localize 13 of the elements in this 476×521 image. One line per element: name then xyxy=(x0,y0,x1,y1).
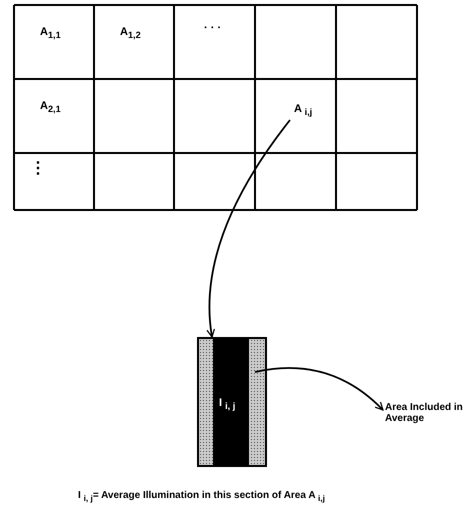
cell-label: A $_{i,j}$ xyxy=(294,103,324,119)
cell-label: I $_{i, j}$ xyxy=(219,397,236,412)
cell-label: A$_{1,2}$ xyxy=(120,26,141,40)
definition-note: I $_{i, j}$= Average Illumination in this section of Area A $_{i,j}$ xyxy=(78,490,325,504)
curved-arrow xyxy=(254,367,384,411)
cell-label: ⋮ xyxy=(30,160,46,178)
shaded-border-square xyxy=(197,337,267,467)
cell-label: A$_{1,1}$ xyxy=(40,26,61,40)
cell-label: · · · xyxy=(204,22,222,34)
dark-section xyxy=(213,339,249,465)
cell-label: A$_{2,1}$ xyxy=(40,100,61,114)
curved-arrow xyxy=(206,119,291,338)
annotation-text: Area Included in Average xyxy=(385,402,467,432)
